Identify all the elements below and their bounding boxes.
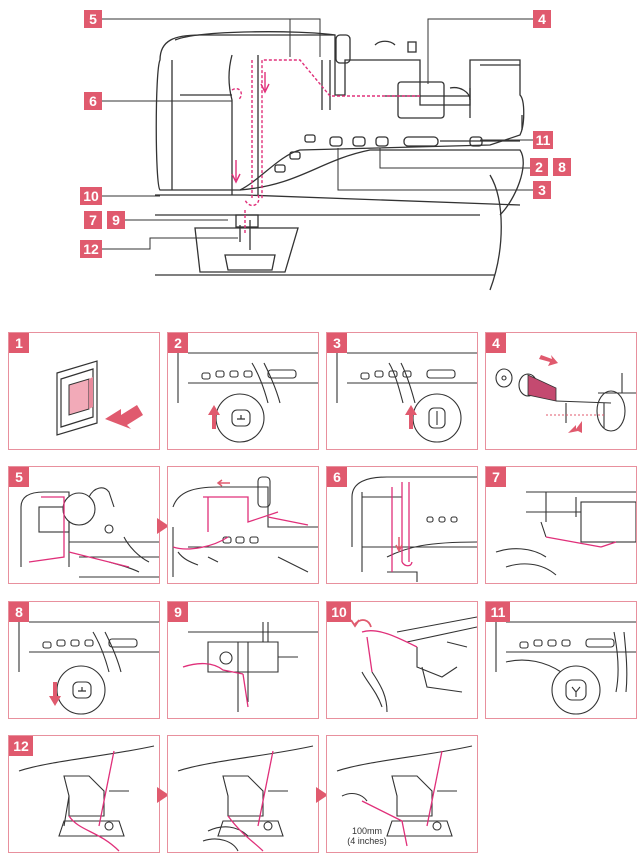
callout-11: 11 bbox=[533, 131, 553, 149]
callout-3: 3 bbox=[533, 181, 551, 199]
step-panel-12c: 100mm (4 inches) bbox=[326, 735, 478, 853]
needle-up-button-illustration bbox=[177, 352, 318, 443]
step-panel-5b bbox=[167, 466, 319, 584]
sewing-machine-illustration bbox=[102, 18, 533, 291]
step-panel-2: 2 bbox=[167, 332, 319, 450]
power-switch-illustration bbox=[56, 360, 143, 436]
spool-placement-illustration bbox=[495, 355, 636, 433]
step-panel-12a: 12 bbox=[8, 735, 160, 853]
step-panel-7: 7 bbox=[485, 466, 637, 584]
step-number-8: 8 bbox=[9, 602, 29, 622]
callout-6: 6 bbox=[84, 92, 102, 110]
step-panel-1: 1 bbox=[8, 332, 160, 450]
step-number-5: 5 bbox=[9, 467, 29, 487]
callout-5: 5 bbox=[84, 10, 102, 28]
step-number-2: 2 bbox=[168, 333, 188, 353]
step-panel-10: 10 bbox=[326, 601, 478, 719]
step-panel-5a: 5 bbox=[8, 466, 160, 584]
step-number-11: 11 bbox=[486, 602, 510, 622]
threader-button-illustration bbox=[495, 621, 636, 715]
take-up-lever-illustration bbox=[351, 476, 477, 582]
callout-2: 2 bbox=[530, 158, 548, 176]
callout-8: 8 bbox=[553, 158, 571, 176]
next-arrow-5 bbox=[157, 518, 169, 534]
step-number-1: 1 bbox=[9, 333, 29, 353]
step-number-9: 9 bbox=[168, 602, 188, 622]
step-number-10: 10 bbox=[327, 602, 351, 622]
callout-12: 12 bbox=[80, 240, 102, 258]
step-panel-6: 6 bbox=[326, 466, 478, 584]
step-number-12: 12 bbox=[9, 736, 33, 756]
upper-thread-path-illustration bbox=[172, 476, 318, 577]
callout-9: 9 bbox=[107, 211, 125, 229]
next-arrow-12a bbox=[157, 787, 169, 803]
thread-length-mm: 100mm bbox=[351, 826, 382, 836]
thread-length-inches: (4 inches) bbox=[347, 836, 387, 846]
thread-guide-needle-bar-illustration bbox=[495, 491, 636, 576]
presser-foot-thread-illustration-3 bbox=[336, 745, 473, 847]
step-number-3: 3 bbox=[327, 333, 347, 353]
needle-threader-illustration bbox=[182, 622, 318, 712]
lower-thread-pull-illustration bbox=[350, 616, 477, 713]
overview-diagram: 5 4 6 11 2 8 3 10 7 9 12 bbox=[0, 0, 643, 300]
step-panel-9: 9 bbox=[167, 601, 319, 719]
needle-position-button-illustration bbox=[336, 352, 477, 443]
step-panel-11: 11 bbox=[485, 601, 637, 719]
step-panel-12b bbox=[167, 735, 319, 853]
callout-4: 4 bbox=[533, 10, 551, 28]
thread-length-label: 100mm (4 inches) bbox=[337, 826, 397, 846]
step-number-4: 4 bbox=[486, 333, 506, 353]
step-number-7: 7 bbox=[486, 467, 506, 487]
presser-foot-thread-illustration-2 bbox=[177, 745, 314, 852]
callout-10: 10 bbox=[80, 187, 102, 205]
step-panel-3: 3 bbox=[326, 332, 478, 450]
step-panel-4: 4 bbox=[485, 332, 637, 450]
presser-foot-thread-illustration-1 bbox=[18, 745, 155, 852]
next-arrow-12b bbox=[316, 787, 328, 803]
step-number-6: 6 bbox=[327, 467, 347, 487]
callout-7: 7 bbox=[84, 211, 102, 229]
needle-down-button-illustration bbox=[18, 621, 159, 715]
thread-guide-illustration bbox=[20, 487, 159, 578]
step-panel-8: 8 bbox=[8, 601, 160, 719]
